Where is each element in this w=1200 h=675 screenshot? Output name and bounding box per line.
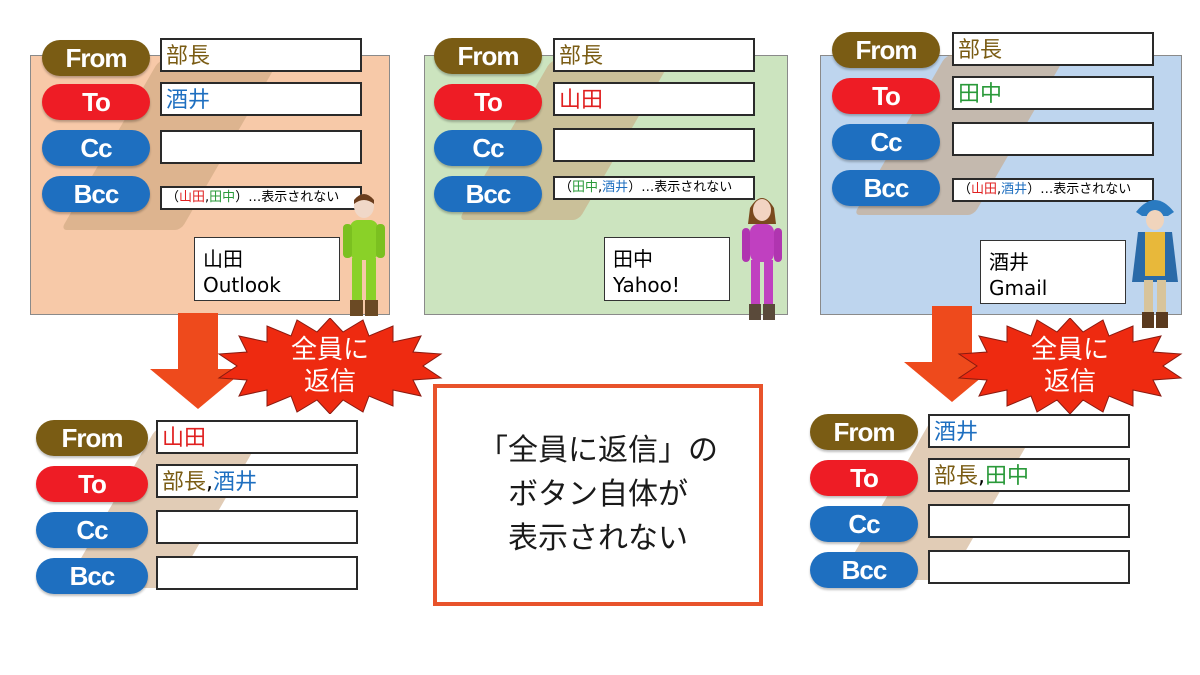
bcc-name-2: 酒井: [1001, 182, 1028, 197]
bcc-field: （山田,酒井）…表示されない: [952, 178, 1154, 202]
user-card: 田中 Yahoo!: [604, 237, 730, 301]
to-field: 田中: [952, 76, 1154, 110]
cc-field: [553, 128, 755, 162]
from-label: From: [810, 414, 918, 450]
notice-line-1: 「全員に返信」の: [478, 433, 718, 468]
bcc-name-2: 田中: [209, 190, 236, 205]
user-name: 酒井: [989, 250, 1029, 274]
bcc-open: （: [958, 182, 972, 197]
from-value: 酒井: [934, 420, 979, 445]
cc-field: [156, 510, 358, 544]
user-name: 田中: [613, 247, 653, 271]
to-value: 酒井: [166, 88, 211, 113]
bcc-name-1: 山田: [971, 182, 998, 197]
from-label: From: [434, 38, 542, 74]
to-value-1: 部長: [162, 470, 207, 495]
to-value: 田中: [958, 82, 1003, 107]
bcc-field: [928, 550, 1130, 584]
cc-label: Cc: [832, 124, 940, 160]
bcc-label: Bcc: [36, 558, 148, 594]
notice-box: 「全員に返信」の ボタン自体が 表示されない: [433, 384, 763, 606]
from-field: 部長: [952, 32, 1154, 66]
notice-line-3: 表示されない: [508, 521, 688, 556]
to-label: To: [36, 466, 148, 502]
avatar-purple: [742, 198, 782, 320]
to-value-1: 部長: [934, 464, 979, 489]
bcc-sep: ,: [997, 182, 1002, 197]
bcc-open: （: [559, 180, 573, 195]
from-label: From: [832, 32, 940, 68]
cc-label: Cc: [434, 130, 542, 166]
from-field: 部長: [160, 38, 362, 72]
from-field: 酒井: [928, 414, 1130, 448]
from-value: 部長: [958, 38, 1003, 63]
to-label: To: [42, 84, 150, 120]
to-value-2: 田中: [985, 464, 1030, 489]
user-name: 山田: [203, 247, 243, 271]
user-app: Gmail: [989, 276, 1048, 300]
user-card: 酒井 Gmail: [980, 240, 1126, 304]
cc-label: Cc: [42, 130, 150, 166]
bcc-close: ）…表示されない: [1027, 182, 1132, 197]
bcc-field: [156, 556, 358, 590]
bcc-label: Bcc: [42, 176, 150, 212]
cc-label: Cc: [36, 512, 148, 548]
bcc-label: Bcc: [810, 552, 918, 588]
bcc-sep: ,: [205, 190, 210, 205]
reply-all-burst-left: [217, 318, 443, 414]
to-label: To: [832, 78, 940, 114]
to-value-2: 酒井: [213, 470, 258, 495]
user-app: Outlook: [203, 273, 281, 297]
from-label: From: [36, 420, 148, 456]
reply-all-label-left: 全員に 返信: [230, 334, 430, 398]
to-value: 山田: [559, 88, 604, 113]
cc-label: Cc: [810, 506, 918, 542]
bcc-close: ）…表示されない: [628, 180, 733, 195]
bcc-sep: ,: [598, 180, 603, 195]
cc-field: [952, 122, 1154, 156]
bcc-field: （山田,田中）…表示されない: [160, 186, 362, 210]
from-field: 山田: [156, 420, 358, 454]
to-field: 山田: [553, 82, 755, 116]
to-label: To: [434, 84, 542, 120]
reply-all-line-1: 全員に: [1030, 335, 1109, 365]
to-field: 部長,田中: [928, 458, 1130, 492]
user-card: 山田 Outlook: [194, 237, 340, 301]
cc-field: [928, 504, 1130, 538]
reply-all-line-1: 全員に: [290, 335, 369, 365]
bcc-close: ）…表示されない: [235, 190, 340, 205]
bcc-field: （田中,酒井）…表示されない: [553, 176, 755, 200]
avatar-green: [343, 194, 385, 316]
to-field: 部長,酒井: [156, 464, 358, 498]
reply-all-line-2: 返信: [303, 367, 356, 397]
bcc-open: （: [166, 190, 180, 205]
from-label: From: [42, 40, 150, 76]
reply-all-line-2: 返信: [1043, 367, 1096, 397]
from-value: 山田: [162, 426, 207, 451]
bcc-name-2: 酒井: [602, 180, 629, 195]
bcc-label: Bcc: [832, 170, 940, 206]
to-sep: ,: [978, 464, 986, 489]
down-arrow-left: [150, 313, 246, 409]
to-field: 酒井: [160, 82, 362, 116]
bcc-name-1: 山田: [179, 190, 206, 205]
avatar-blue: [1132, 200, 1178, 328]
bcc-name-1: 田中: [572, 180, 599, 195]
user-app: Yahoo!: [613, 273, 680, 297]
from-value: 部長: [166, 44, 211, 69]
to-sep: ,: [206, 470, 214, 495]
bcc-label: Bcc: [434, 176, 542, 212]
to-label: To: [810, 460, 918, 496]
from-field: 部長: [553, 38, 755, 72]
notice-line-2: ボタン自体が: [508, 477, 688, 512]
reply-all-label-right: 全員に 返信: [970, 334, 1170, 398]
from-value: 部長: [559, 44, 604, 69]
reply-all-burst-right: [957, 318, 1183, 414]
cc-field: [160, 130, 362, 164]
